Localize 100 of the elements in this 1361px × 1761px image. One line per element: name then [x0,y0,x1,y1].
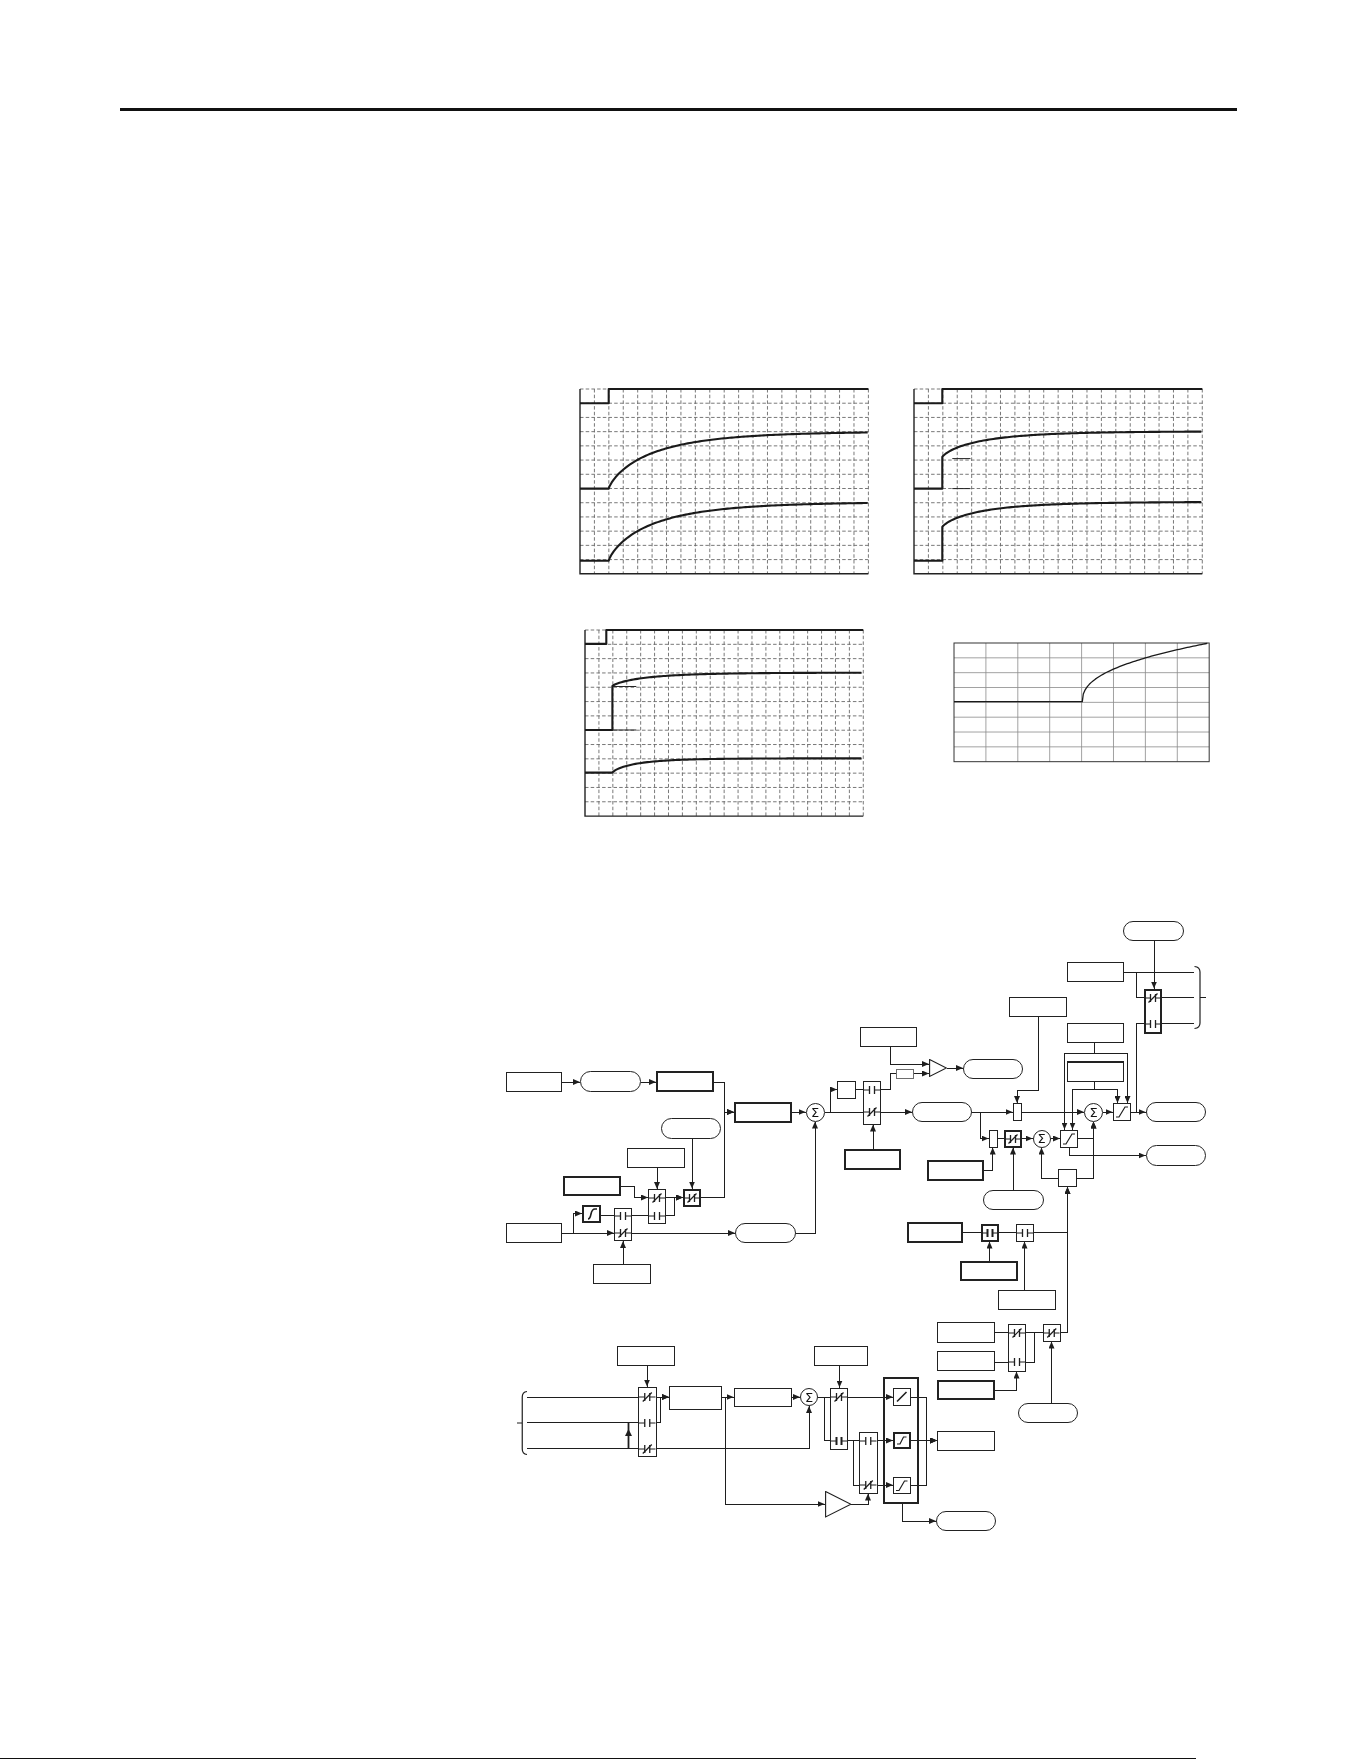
connector-arrow [983,1147,996,1171]
function-block [937,1351,995,1371]
switch-block [648,1189,666,1224]
connector-arrow [561,1230,615,1236]
connector-arrow [1102,1109,1113,1115]
connector-arrow [1093,1081,1121,1104]
connector-arrow [1038,1147,1059,1179]
connector-arrow [795,1121,818,1234]
limiter-group-frame [883,1376,919,1504]
connector-line [631,1215,649,1216]
amplifier-triangle [929,1059,947,1077]
function-block [998,1290,1056,1310]
function-block [814,1345,868,1366]
connector-arrow [665,1194,684,1216]
sum-symbol: Σ [804,1390,814,1404]
function-block [1009,997,1067,1017]
connector-arrow [877,1437,894,1444]
connector-line [962,1232,982,1233]
function-block [1067,1023,1124,1043]
narrow-block [1012,1103,1022,1121]
switch-block [830,1387,848,1450]
function-block [960,1261,1018,1281]
switch-block [1015,1223,1034,1242]
connector-arrow [880,1109,913,1115]
connector-line [994,1332,1008,1333]
function-block [937,1430,995,1451]
switch-block [863,1080,881,1125]
function-block [506,1223,562,1243]
function-block [593,1264,651,1284]
connector-arrow [1048,1341,1055,1404]
connector-arrow [656,1394,670,1423]
amplifier-triangle [824,1491,851,1518]
function-block [563,1176,621,1196]
connector-arrow [901,1503,937,1524]
connector-line [526,1422,639,1423]
connector-arrow [791,1394,801,1400]
connector-line [1025,1332,1044,1363]
connector-line [526,1396,639,1398]
function-block [1067,962,1124,982]
connector-arrow [910,1437,938,1486]
function-block [860,1027,917,1047]
connector-arrow [946,1065,964,1071]
connector-line [998,1232,1016,1233]
connector-arrow [561,1079,581,1085]
function-block [937,1321,995,1343]
switch-block [614,1208,632,1241]
connector-line [526,1448,639,1449]
connector-arrow [877,1482,894,1488]
connector-arrow [913,1070,930,1077]
switch-block [683,1188,701,1207]
connector-line [997,1138,1005,1139]
function-block [656,1071,714,1092]
connector-arrow [631,1230,736,1236]
switch-block [1043,1323,1061,1342]
connector-arrow [1014,1016,1039,1104]
connector-arrow [654,1167,660,1190]
connector-line [1161,997,1194,998]
connector-arrow [620,1240,626,1265]
small-block [895,1068,914,1079]
sum-symbol: Σ [1037,1132,1046,1145]
connector-arrow [689,1138,695,1189]
connector-arrow [1021,1109,1085,1115]
function-block [1067,1061,1124,1082]
connector-arrow [1060,1186,1071,1333]
connector-arrow [1151,940,1157,989]
connector-arrow [644,1365,650,1387]
connector-line [847,1440,860,1486]
connector-arrow [1093,1042,1131,1104]
connector-line [994,1361,1008,1363]
curly-brace [516,1390,527,1455]
connector-arrow [1076,1121,1097,1179]
switch-block [859,1431,878,1494]
connector-arrow [700,1109,735,1198]
switch-block [1144,988,1162,1034]
connector-arrow [620,1185,649,1201]
connector-line [824,1111,864,1113]
connector-line [1123,971,1145,998]
connector-line [1161,1023,1194,1024]
function-block [844,1149,901,1170]
connector-line [880,1073,896,1090]
function-block [627,1148,685,1168]
connector-arrow [1050,1135,1061,1142]
connector-arrow [870,1124,876,1150]
switch-block [1007,1323,1026,1372]
narrow-block [988,1129,998,1148]
connector-arrow [1021,1241,1028,1291]
connector-arrow [986,1241,993,1262]
connector-arrow [994,1371,1020,1391]
function-block [937,1380,995,1400]
function-block [734,1101,792,1123]
function-block [907,1222,963,1243]
connector-line [855,1089,864,1090]
switch-block [638,1386,657,1457]
function-block [733,1387,792,1407]
small-block [837,1080,856,1099]
connector-arrow [791,1109,806,1115]
connector-arrow [889,1046,930,1067]
sum-symbol: Σ [1089,1105,1098,1119]
connector-arrow [971,1111,989,1142]
connector-arrow [640,1079,657,1085]
